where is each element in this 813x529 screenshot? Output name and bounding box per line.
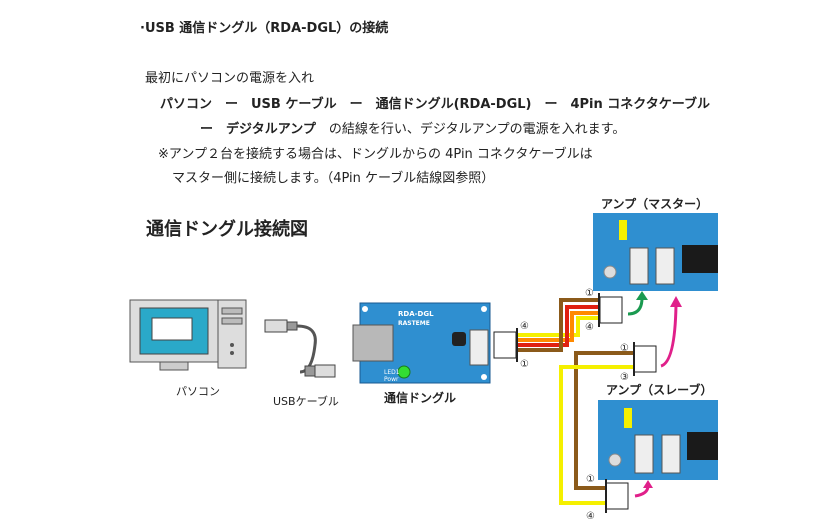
green-arrow-icon xyxy=(627,297,644,316)
pin-marker: ① xyxy=(620,343,629,354)
dongle-label: 通信ドングル xyxy=(384,391,457,405)
dongle-cable-connector xyxy=(493,331,517,359)
pc-label: パソコン xyxy=(176,385,220,398)
dongle-led-label: LED1 xyxy=(384,369,400,376)
master-cable-wires xyxy=(518,298,598,352)
pin-marker: ④ xyxy=(520,321,529,332)
paragraph-line: パソコン ー USB ケーブル ー 通信ドングル(RDA-DGL) ー 4Pin… xyxy=(160,97,710,112)
paragraph-line: 最初にパソコンの電源を入れ xyxy=(145,71,315,86)
dongle-board-image: RDA-DGL RASTEME LED1 Powr xyxy=(352,302,491,384)
master-amp-board-image xyxy=(593,213,718,291)
dongle-board-brand: RASTEME xyxy=(398,320,430,327)
paragraph-bold: ー デジタルアンプ xyxy=(200,122,316,137)
dongle-power-label: Powr xyxy=(384,376,399,383)
section-heading: ·USB 通信ドングル（RDA-DGL）の接続 xyxy=(140,21,389,36)
pink-arrow-icon xyxy=(660,304,678,368)
pc-icon xyxy=(129,299,247,371)
paragraph-line: マスター側に接続します。（4Pin ケーブル結線図参照） xyxy=(172,171,495,186)
diagram-title: 通信ドングル接続図 xyxy=(146,219,308,240)
usb-cable-icon xyxy=(264,319,336,378)
master-amp-label: アンプ（マスター） xyxy=(601,197,709,211)
pin-marker: ① xyxy=(585,288,594,299)
dongle-board-name: RDA-DGL xyxy=(398,310,434,318)
amp-cable-connectors xyxy=(598,293,657,513)
pin-marker: ④ xyxy=(586,511,595,522)
slave-cable-wires xyxy=(559,351,634,505)
pin-marker: ① xyxy=(520,359,529,370)
paragraph-text: の結線を行い、デジタルアンプの電源を入れます。 xyxy=(315,122,626,137)
paragraph-line: ※アンプ２台を接続する場合は、ドングルからの 4Pin コネクタケーブルは xyxy=(158,147,593,162)
pin-marker: ④ xyxy=(585,322,594,333)
pin-marker: ① xyxy=(586,474,595,485)
pin-marker: ③ xyxy=(620,372,629,383)
usb-cable-label: USBケーブル xyxy=(273,395,339,408)
slave-amp-board-image xyxy=(598,400,718,480)
slave-amp-label: アンプ（スレーブ） xyxy=(606,383,713,397)
paragraph-line: ー デジタルアンプ の結線を行い、デジタルアンプの電源を入れます。 xyxy=(200,118,625,137)
